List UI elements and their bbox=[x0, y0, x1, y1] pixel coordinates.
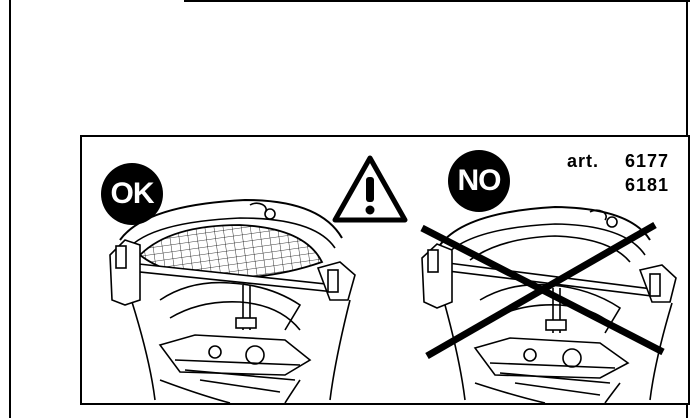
top-rule bbox=[184, 0, 690, 2]
article-number-1: 6177 bbox=[625, 151, 670, 171]
no-label: NO bbox=[457, 164, 502, 197]
diagram-page: OK NO art. 6177 6181 bbox=[9, 0, 690, 418]
ok-label: OK bbox=[110, 177, 155, 210]
ok-badge: OK bbox=[101, 163, 163, 225]
warning-triangle-icon bbox=[332, 155, 408, 223]
no-badge: NO bbox=[448, 150, 510, 212]
ok-device-drawing bbox=[109, 198, 356, 403]
illustration-svg bbox=[109, 155, 677, 403]
prohibited-cross-icon bbox=[420, 221, 665, 360]
article-number-2: 6181 bbox=[625, 175, 670, 195]
no-device-drawing bbox=[421, 205, 677, 403]
article-prefix: art. bbox=[567, 151, 600, 171]
